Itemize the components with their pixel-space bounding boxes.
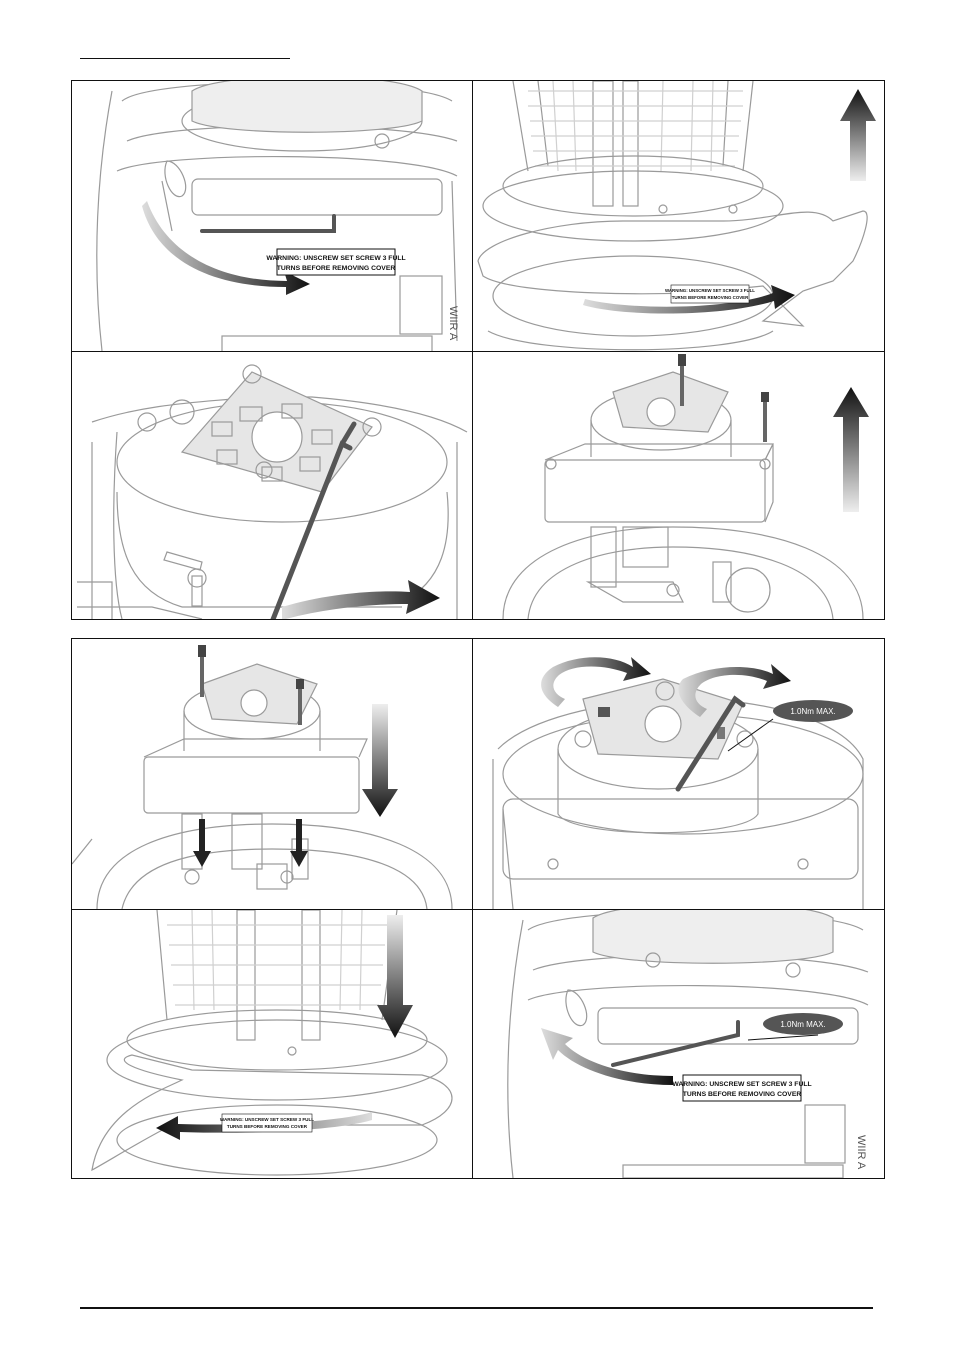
step-7-fit-cover: WARNING: UNSCREW SET SCREW 3 FULL TURNS … xyxy=(72,910,472,1178)
step-2-illustration: WARNING: UNSCREW SET SCREW 3 FULL TURNS … xyxy=(477,81,876,351)
instruction-grid-top: WARNING: UNSCREW SET SCREW 3 FULL TURNS … xyxy=(71,80,885,620)
torque-callout-text: 1.0Nm MAX. xyxy=(790,707,835,716)
header-rule xyxy=(80,58,290,59)
step-5-insert-module xyxy=(72,639,472,909)
svg-text:WARNING: UNSCREW SET SCREW 3 F: WARNING: UNSCREW SET SCREW 3 FULL xyxy=(672,1081,811,1088)
step-2-remove-cover: WARNING: UNSCREW SET SCREW 3 FULL TURNS … xyxy=(473,81,884,351)
tighten-arrow-icon xyxy=(541,657,651,707)
svg-text:WIIR A: WIIR A xyxy=(855,1135,867,1170)
lift-arrow-icon xyxy=(840,89,876,181)
step-4-lift-module xyxy=(473,352,884,619)
insert-arrow-icon xyxy=(290,819,308,867)
svg-text:TURNS BEFORE REMOVING COVER: TURNS BEFORE REMOVING COVER xyxy=(683,1091,802,1098)
insert-arrow-icon xyxy=(193,819,211,867)
warning-label-line1: WARNING: UNSCREW SET SCREW 3 FULL xyxy=(266,255,405,262)
footer-rule xyxy=(80,1307,873,1309)
torque-callout xyxy=(773,700,853,722)
screw-icon xyxy=(678,354,686,366)
warning-label-line2: TURNS BEFORE REMOVING COVER xyxy=(277,265,396,272)
screw-icon xyxy=(296,679,304,689)
step-8-tighten-set-screw: 1.0Nm MAX. WARNING: UNSCREW SET SCREW 3 … xyxy=(473,910,884,1178)
step-4-illustration xyxy=(502,354,869,619)
step-6-tighten-screws: 1.0Nm MAX. xyxy=(473,639,884,909)
tighten-arrow-icon xyxy=(678,664,791,717)
torque-callout-text: 1.0Nm MAX. xyxy=(780,1020,825,1029)
step-6-illustration: 1.0Nm MAX. xyxy=(492,657,864,909)
step-8-illustration: 1.0Nm MAX. WARNING: UNSCREW SET SCREW 3 … xyxy=(507,910,869,1178)
step-5-illustration xyxy=(72,645,453,909)
step-1-unscrew-set-screw: WARNING: UNSCREW SET SCREW 3 FULL TURNS … xyxy=(72,81,472,351)
turn-arrow-icon xyxy=(142,201,310,295)
turn-arrow-icon xyxy=(282,580,440,619)
svg-text:WARNING: UNSCREW SET SCREW 3 F: WARNING: UNSCREW SET SCREW 3 FULL xyxy=(665,288,755,293)
screw-icon xyxy=(717,727,725,739)
screw-icon xyxy=(598,707,610,717)
turn-arrow-icon xyxy=(541,1028,673,1085)
step-7-illustration: WARNING: UNSCREW SET SCREW 3 FULL TURNS … xyxy=(91,910,453,1176)
lift-arrow-icon xyxy=(833,387,869,512)
rotate-arrow-icon xyxy=(583,285,795,314)
insert-arrow-icon xyxy=(362,704,398,817)
step-3-loosen-screws xyxy=(72,352,472,619)
instruction-grid-bottom: 1.0Nm MAX. WARNING: UNSCREW xyxy=(71,638,885,1179)
svg-text:WARNING: UNSCREW SET SCREW 3 F: WARNING: UNSCREW SET SCREW 3 FULL xyxy=(220,1117,314,1122)
side-text: WIIR A xyxy=(447,306,459,341)
step-1-illustration: WARNING: UNSCREW SET SCREW 3 FULL TURNS … xyxy=(96,81,459,351)
step-3-illustration xyxy=(77,364,468,619)
svg-text:TURNS BEFORE REMOVING COVER: TURNS BEFORE REMOVING COVER xyxy=(227,1124,308,1129)
torque-callout xyxy=(763,1013,843,1035)
svg-text:TURNS BEFORE REMOVING COVER: TURNS BEFORE REMOVING COVER xyxy=(672,295,749,300)
screw-icon xyxy=(761,392,769,402)
lower-arrow-icon xyxy=(377,915,413,1038)
screw-icon xyxy=(198,645,206,657)
